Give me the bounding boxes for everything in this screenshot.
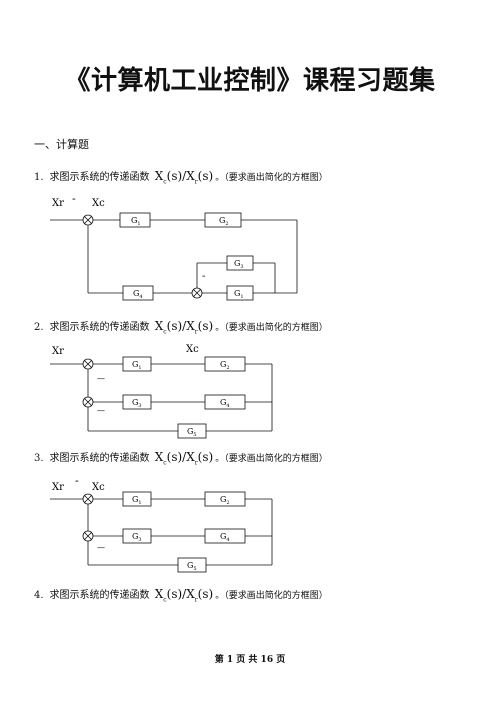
minus-sign: - — [75, 474, 79, 487]
question-requirement: 。（要求画出简化的方框图） — [215, 173, 328, 183]
question-text: 求图示系统的传递函数 — [49, 453, 150, 464]
block-g1-label: G1 — [131, 216, 141, 227]
minus-sign: — — [97, 543, 105, 552]
section-heading: 一、计算题 — [34, 138, 89, 151]
output-label: Xc — [92, 198, 105, 209]
question-requirement: 。（要求画出简化的方框图） — [215, 323, 328, 333]
input-label: Xr — [52, 346, 64, 357]
block-g2-label: G2 — [219, 216, 229, 227]
block-g5-label: G5 — [187, 427, 197, 438]
transfer-function: Xc(s)/Xr(s) — [154, 319, 214, 336]
question-3: 3. 求图示系统的传递函数 Xc(s)/Xr(s)。（要求画出简化的方框图） — [34, 449, 328, 466]
block-g1-label: G1 — [132, 495, 142, 506]
input-label: Xr — [52, 198, 64, 209]
question-text: 求图示系统的传递函数 — [49, 172, 150, 183]
transfer-function: Xc(s)/Xr(s) — [154, 450, 214, 467]
block-diagram-1: Xr - Xc G1 G2 G1 G4 G3 - — [50, 192, 298, 301]
block-g2-label: G2 — [220, 360, 230, 371]
question-number: 2. — [34, 322, 44, 333]
question-number: 3. — [34, 453, 44, 464]
block-g5-label: G5 — [187, 561, 197, 572]
question-text: 求图示系统的传递函数 — [49, 322, 150, 333]
block-g3-label: G3 — [132, 398, 142, 409]
question-1: 1. 求图示系统的传递函数 Xc(s)/Xr(s)。（要求画出简化的方框图） — [34, 168, 328, 185]
minus-sign: - — [202, 271, 205, 282]
transfer-function: Xc(s)/Xr(s) — [154, 587, 214, 604]
question-requirement: 。（要求画出简化的方框图） — [215, 454, 328, 464]
input-label: Xr — [52, 482, 64, 493]
block-diagram-3: Xr - Xc G1 G2 G3 G4 — G5 — [50, 474, 273, 573]
question-2: 2. 求图示系统的传递函数 Xc(s)/Xr(s)。（要求画出简化的方框图） — [34, 318, 328, 335]
block-g3-label: G3 — [132, 532, 142, 543]
transfer-function: Xc(s)/Xr(s) — [154, 169, 214, 186]
block-g4-label: G4 — [220, 532, 230, 543]
block-g4-label: G4 — [133, 289, 143, 300]
block-g3-label: G3 — [234, 259, 244, 270]
output-label: Xc — [186, 344, 199, 355]
block-g5-label: G1 — [234, 289, 244, 300]
question-requirement: 。（要求画出简化的方框图） — [215, 591, 328, 601]
page-footer: 第 1 页 共 16 页 — [214, 655, 286, 665]
question-number: 4. — [34, 590, 44, 601]
block-diagram-2: Xr Xc G1 G2 — G3 G4 — G5 — [50, 344, 273, 439]
output-label: Xc — [92, 482, 105, 493]
minus-sign: — — [97, 406, 105, 415]
minus-sign: - — [72, 192, 76, 205]
minus-sign: — — [97, 374, 105, 383]
question-4: 4. 求图示系统的传递函数 Xc(s)/Xr(s)。（要求画出简化的方框图） — [34, 586, 328, 603]
question-number: 1. — [34, 172, 44, 183]
question-text: 求图示系统的传递函数 — [49, 590, 150, 601]
block-g2-label: G2 — [220, 495, 230, 506]
block-g4-label: G4 — [220, 398, 230, 409]
block-g1-label: G1 — [132, 360, 142, 371]
document-title: 《计算机工业控制》课程习题集 — [64, 66, 436, 96]
